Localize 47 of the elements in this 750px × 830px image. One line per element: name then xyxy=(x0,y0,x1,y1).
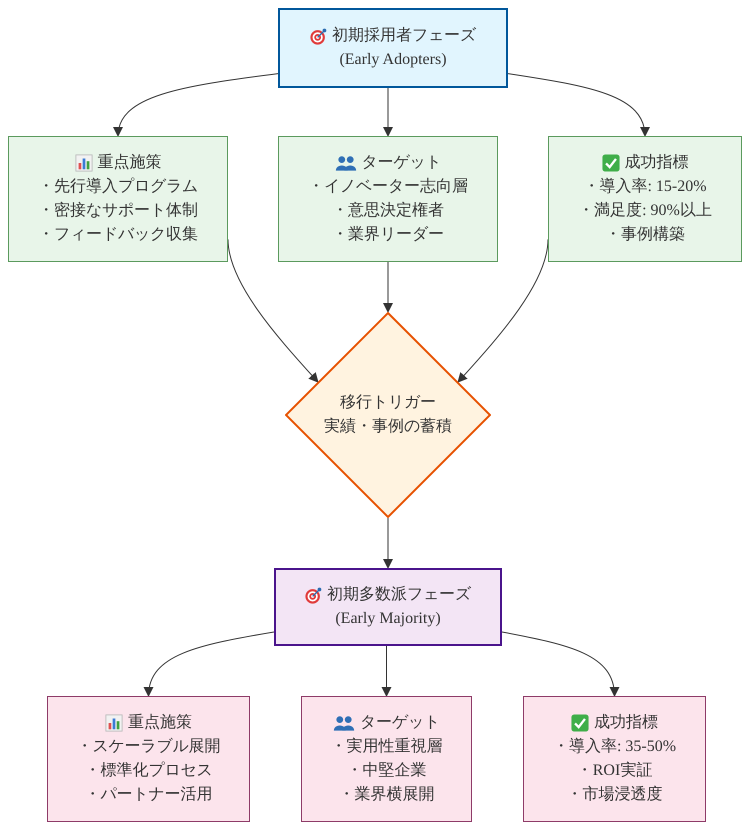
info-box xyxy=(301,696,472,822)
node-text: ・イノベーター志向層 xyxy=(308,176,468,197)
arrow xyxy=(144,631,274,697)
node-title: 初期多数派フェーズ xyxy=(327,584,471,605)
info-box xyxy=(548,136,742,262)
arrow xyxy=(382,646,392,697)
node-text: ・密接なサポート体制 xyxy=(38,200,198,221)
node-text: 実績・事例の蓄積 xyxy=(324,416,452,437)
arrow xyxy=(114,73,278,137)
node-text: ・業界リーダー xyxy=(332,225,444,245)
node-text: ・スケーラブル展開 xyxy=(76,736,220,757)
node-text: ・先行導入プログラム xyxy=(38,176,198,197)
node-text: ・導入率: 15-20% xyxy=(583,176,707,197)
node-text: ・パートナー活用 xyxy=(84,785,212,805)
node-title: 成功指標 xyxy=(594,712,658,733)
node-text: ・事例構築 xyxy=(605,224,685,245)
info-box xyxy=(523,696,706,822)
arrow xyxy=(383,88,393,137)
info-box xyxy=(47,696,250,822)
node-title: 初期採用者フェーズ xyxy=(332,26,476,46)
node-text: ・導入率: 35-50% xyxy=(552,736,676,757)
node-text: (Early Adopters) xyxy=(339,50,447,70)
node-title: 移行トリガー xyxy=(340,393,436,413)
node-title: 重点施策 xyxy=(128,712,192,733)
node-text: ・ROI実証 xyxy=(576,760,652,781)
arrow xyxy=(383,262,393,313)
node-title: 成功指標 xyxy=(624,152,688,173)
node-title: ターゲット xyxy=(362,153,442,173)
node-text: ・満足度: 90%以上 xyxy=(578,200,712,221)
arrow xyxy=(383,518,393,569)
arrow xyxy=(508,73,649,137)
node-text: ・フィードバック収集 xyxy=(38,224,198,245)
node-text: ・市場浸透度 xyxy=(566,784,662,805)
arrow xyxy=(457,238,548,383)
info-box xyxy=(8,136,228,262)
node-text: ・中堅企業 xyxy=(346,760,426,781)
arrow xyxy=(502,631,619,697)
node-title: ターゲット xyxy=(360,713,440,733)
info-box xyxy=(278,136,498,262)
node-text: (Early Majority) xyxy=(335,609,441,629)
node-title: 重点施策 xyxy=(98,152,162,173)
node-text: ・標準化プロセス xyxy=(84,760,212,781)
phase-box xyxy=(274,568,502,646)
node-text: ・業界横展開 xyxy=(338,784,434,805)
phase-box xyxy=(278,8,508,88)
node-text: ・実用性重視層 xyxy=(330,736,442,757)
node-text: ・意思決定権者 xyxy=(332,200,444,221)
